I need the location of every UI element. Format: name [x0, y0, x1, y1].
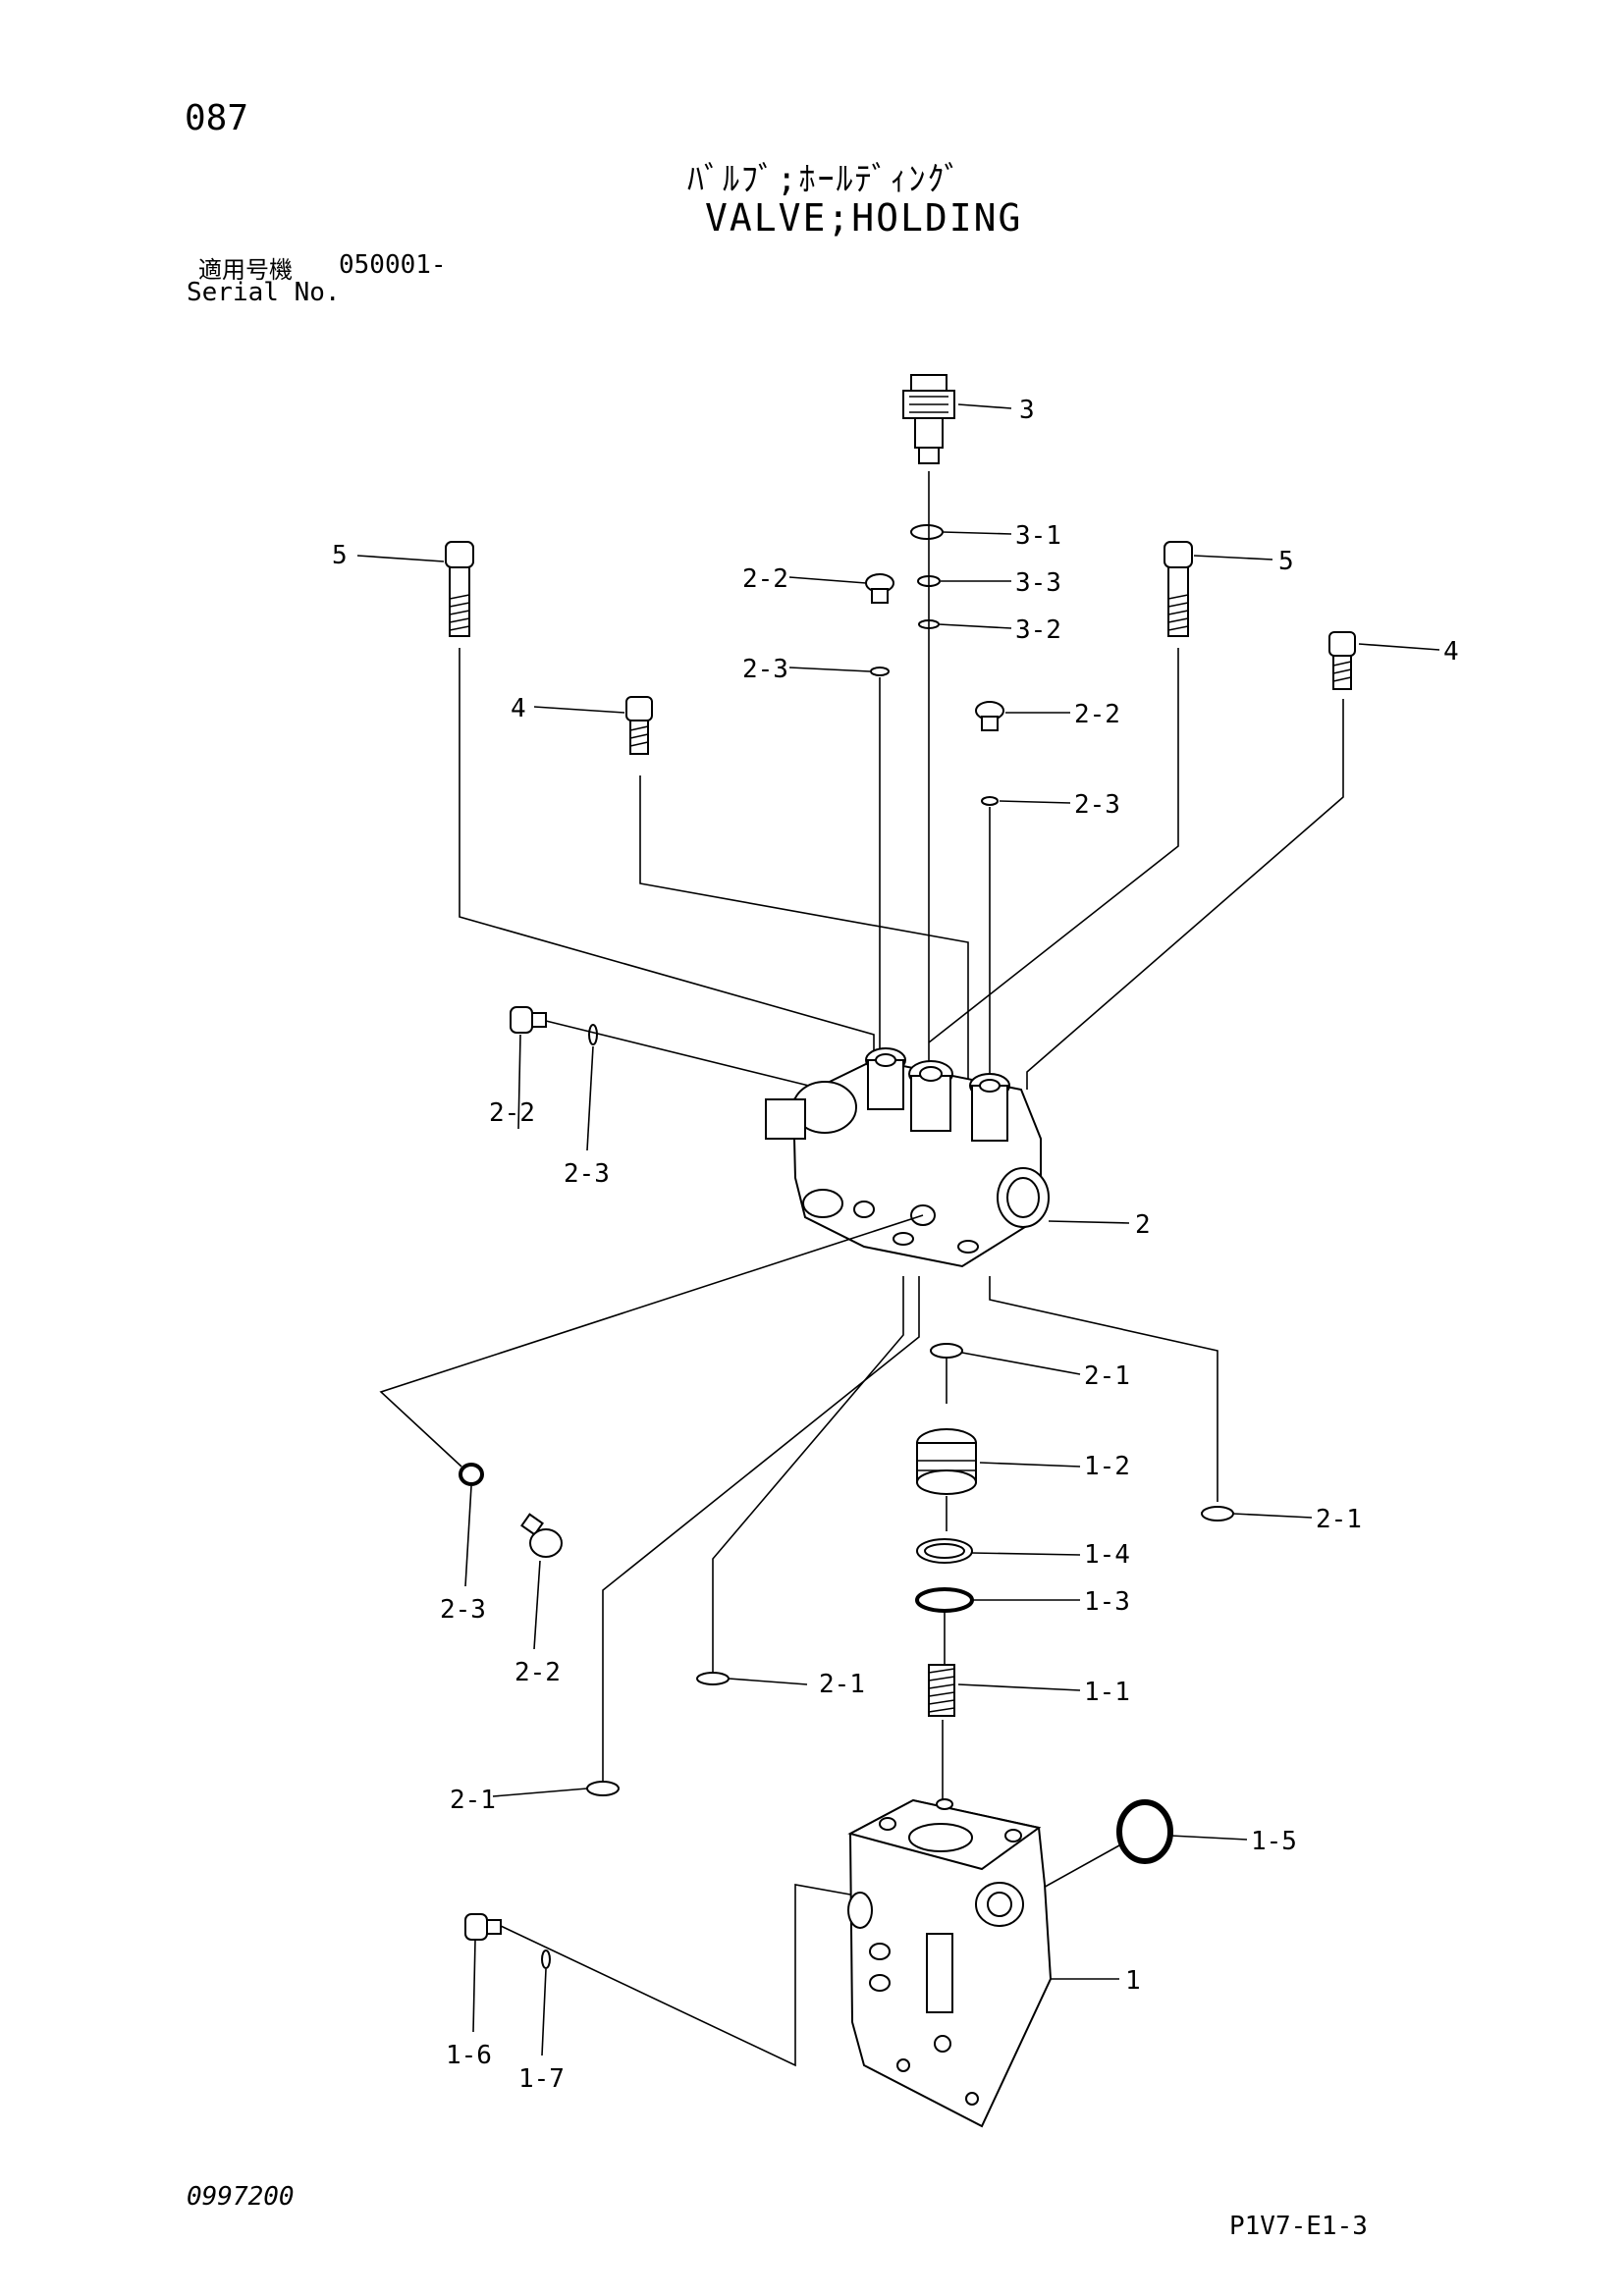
- sheet-code: P1V7-E1-3: [1229, 2212, 1368, 2241]
- part-4-bolt-left[interactable]: [625, 696, 653, 755]
- part-5-bolt-left[interactable]: [445, 541, 474, 637]
- callout-2-2-top: 2-2: [742, 564, 788, 594]
- callout-5-right: 5: [1278, 547, 1294, 576]
- part-3-1-o-ring[interactable]: [910, 524, 944, 540]
- callout-1: 1: [1125, 1966, 1141, 1996]
- part-1-6-plug[interactable]: [464, 1913, 502, 1941]
- callout-1-6: 1-6: [446, 2041, 492, 2070]
- callout-2: 2: [1135, 1210, 1151, 1240]
- callout-2-1-right: 2-1: [1316, 1505, 1362, 1534]
- title-english: VALVE;HOLDING: [705, 196, 1023, 240]
- part-2-1-o-ring-center[interactable]: [930, 1343, 963, 1359]
- callout-3-2: 3-2: [1015, 615, 1061, 645]
- part-1-1-spring[interactable]: [928, 1664, 955, 1717]
- callout-2-3-lower: 2-3: [440, 1595, 486, 1625]
- callout-2-3-left: 2-3: [564, 1159, 610, 1189]
- part-1-valve-body[interactable]: [847, 1798, 1053, 2128]
- part-2-1-o-ring-right[interactable]: [1201, 1506, 1234, 1522]
- part-5-bolt-right[interactable]: [1164, 541, 1193, 637]
- serial-label-english: Serial No.: [187, 278, 341, 307]
- part-2-valve-block[interactable]: [765, 1047, 1050, 1268]
- part-1-2-piston[interactable]: [916, 1428, 977, 1495]
- part-1-5-o-ring[interactable]: [1116, 1799, 1173, 1864]
- part-2-2-plug-left[interactable]: [510, 1006, 547, 1034]
- callout-2-3-top: 2-3: [742, 655, 788, 684]
- callout-1-2: 1-2: [1084, 1452, 1130, 1481]
- part-2-3-o-ring-left[interactable]: [588, 1024, 598, 1045]
- callout-2-2-lower: 2-2: [514, 1658, 561, 1687]
- part-2-1-o-ring-lower[interactable]: [586, 1781, 620, 1796]
- callout-1-1: 1-1: [1084, 1678, 1130, 1707]
- callout-1-4: 1-4: [1084, 1540, 1130, 1570]
- page-number: 087: [185, 98, 249, 138]
- part-1-7-o-ring[interactable]: [541, 1949, 551, 1969]
- part-4-bolt-right[interactable]: [1328, 631, 1356, 690]
- part-3-valve-cartridge[interactable]: [902, 374, 955, 464]
- part-1-3-o-ring[interactable]: [915, 1587, 974, 1613]
- callout-1-7: 1-7: [518, 2064, 565, 2094]
- callout-4-right: 4: [1443, 637, 1459, 667]
- callout-4-left: 4: [511, 694, 526, 723]
- part-2-2-plug-mid[interactable]: [975, 701, 1004, 731]
- callout-3-1: 3-1: [1015, 521, 1061, 551]
- callout-1-5: 1-5: [1251, 1827, 1297, 1856]
- part-2-1-o-ring-left[interactable]: [696, 1672, 730, 1685]
- callout-2-3-mid: 2-3: [1074, 790, 1120, 820]
- callout-2-1-left: 2-1: [819, 1670, 865, 1699]
- part-2-3-o-ring-top[interactable]: [870, 667, 890, 676]
- callout-2-1-center: 2-1: [1084, 1362, 1130, 1391]
- serial-label-japanese: 適用号機: [198, 256, 293, 284]
- callout-3-3: 3-3: [1015, 568, 1061, 598]
- callout-2-1-lower: 2-1: [450, 1786, 496, 1815]
- callout-1-3: 1-3: [1084, 1587, 1130, 1617]
- callout-3: 3: [1019, 396, 1035, 425]
- part-2-3-o-ring-mid[interactable]: [981, 796, 999, 806]
- part-2-2-plug-lower[interactable]: [520, 1513, 563, 1558]
- document-code: 0997200: [187, 2182, 295, 2212]
- callout-2-2-left: 2-2: [489, 1098, 535, 1128]
- callout-2-2-mid: 2-2: [1074, 700, 1120, 729]
- part-2-3-o-ring-lower[interactable]: [459, 1463, 484, 1486]
- serial-value: 050001-: [339, 250, 447, 280]
- part-2-2-plug-top[interactable]: [865, 573, 894, 604]
- callout-5-left: 5: [332, 541, 348, 570]
- title-japanese: ﾊﾞﾙﾌﾞ;ﾎｰﾙﾃﾞｨﾝｸﾞ: [687, 160, 963, 199]
